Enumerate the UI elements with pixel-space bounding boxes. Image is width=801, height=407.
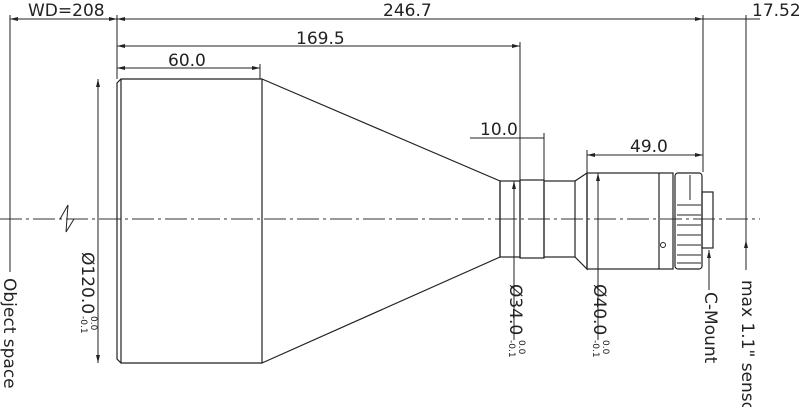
svg-text:-0.1: -0.1: [590, 340, 600, 358]
rear-length-label: 49.0: [630, 137, 668, 157]
lens-body: [116, 78, 714, 364]
svg-text:-0.1: -0.1: [78, 316, 88, 334]
wd-label: WD=208: [28, 1, 105, 21]
dia-120-label: Ø120.0 0.0 -0.1: [77, 252, 98, 334]
svg-text:Ø34.0: Ø34.0: [505, 284, 525, 335]
svg-text:Ø120.0: Ø120.0: [77, 252, 97, 314]
front-length-label: 60.0: [168, 51, 206, 71]
ring-width-label: 10.0: [480, 120, 518, 140]
svg-text:0.0: 0.0: [88, 316, 98, 331]
object-space-label: Object space: [0, 278, 19, 389]
svg-text:0.0: 0.0: [600, 340, 610, 355]
dia-34-label: Ø34.0 0.0 -0.1: [505, 284, 526, 358]
sensor-label: max 1.1" sensor: [737, 280, 757, 407]
total-length-label: 246.7: [383, 1, 432, 21]
dia-40-label: Ø40.0 0.0 -0.1: [589, 284, 610, 358]
axis-break: [59, 204, 75, 233]
svg-text:0.0: 0.0: [516, 340, 526, 355]
sensor-distance-label: 17.526: [752, 1, 801, 21]
c-mount-label: C-Mount: [700, 292, 720, 364]
svg-text:Ø40.0: Ø40.0: [589, 284, 609, 335]
svg-text:-0.1: -0.1: [506, 340, 516, 358]
front-distance-label: 169.5: [296, 29, 345, 49]
